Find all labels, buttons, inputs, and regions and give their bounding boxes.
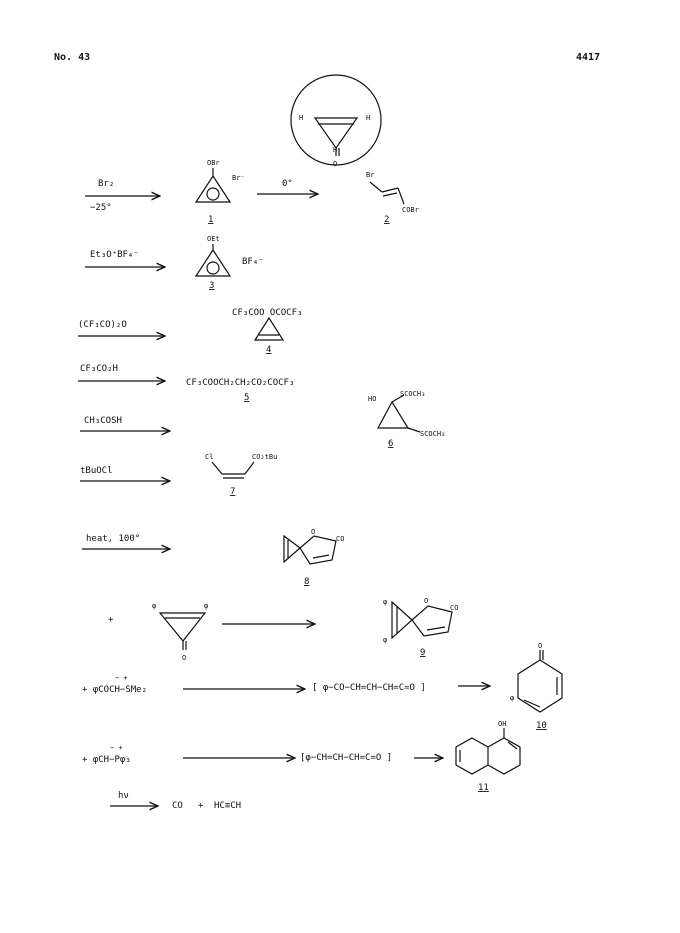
reagent-tfa: CF₃CO₂H [80, 364, 118, 374]
compound-7-structure [211, 461, 255, 479]
reagent-zero-deg: 0° [282, 179, 293, 189]
label-8: 8 [304, 577, 309, 587]
reagent-sulfonium-ylide: + φCOCH−SMe₂ [82, 685, 147, 695]
label-6: 6 [388, 439, 393, 449]
compound-2-structure [369, 181, 405, 205]
product-plus: + [198, 801, 204, 811]
c6-ho: HO [368, 395, 376, 403]
label-11: 11 [478, 783, 489, 793]
c8-co: CO [336, 535, 344, 543]
compound-10-structure [517, 650, 563, 713]
circle-h-center: H [333, 146, 337, 154]
label-3: 3 [209, 281, 214, 291]
reagent-phosphonium-ylide: + φCH−Pφ₃ [82, 755, 131, 765]
reagent-bromine: Br₂ [98, 179, 114, 189]
circled-cyclopropenone-structure [290, 74, 382, 166]
label-4: 4 [266, 345, 271, 355]
c5-text: CF₃COOCH₂CH₂CO₂COCF₃ [186, 378, 294, 388]
c10-carbonyl-o: O [538, 642, 542, 650]
c9-phi-top: φ [383, 598, 387, 606]
ylide1-charges: − + [115, 674, 128, 682]
reagent-thioacetic: CH₃COSH [84, 416, 122, 426]
plus-8: + [108, 615, 114, 625]
cp-o: O [182, 654, 186, 662]
c11-oh: OH [498, 720, 506, 728]
compound-6-structure [376, 394, 421, 433]
c7-ester: CO₂tBu [252, 453, 277, 461]
compound-3-structure [194, 244, 232, 277]
reagent-meerwein: Et₃O⁺BF₄⁻ [90, 250, 139, 260]
c9-co: CO [450, 604, 458, 612]
product-acetylene: HC≡CH [214, 801, 241, 811]
c3-anion: BF₄⁻ [242, 257, 264, 267]
diphenylcyclopropenone-structure [158, 612, 207, 650]
label-7: 7 [230, 487, 235, 497]
label-1: 1 [208, 215, 213, 225]
c1-anion: Br⁻ [232, 174, 245, 182]
compound-11-structure [455, 728, 521, 775]
reagent-tbuocl: tBuOCl [80, 466, 113, 476]
label-5: 5 [244, 393, 249, 403]
issue-number: No. 43 [54, 52, 91, 63]
intermediate-11: [φ−CH=CH−CH=C=O ] [300, 753, 392, 763]
c9-o: O [424, 597, 428, 605]
compound-8-structure [283, 534, 337, 565]
circle-h-right: H [366, 114, 370, 122]
circle-o: O [333, 160, 337, 168]
c6-scoch3-bottom: SCOCH₃ [420, 430, 445, 438]
intermediate-10: [ φ−CO−CH=CH−CH=C=O ] [312, 683, 426, 693]
compound-1-structure [194, 168, 232, 203]
c8-o: O [311, 528, 315, 536]
compound-9-structure [391, 600, 453, 640]
cp-phi-right: φ [204, 602, 208, 610]
compound-4-structure [253, 316, 285, 341]
c2-br: Br [366, 171, 374, 179]
circle-h-left: H [299, 114, 303, 122]
label-9: 9 [420, 648, 425, 658]
ylide2-charges: − + [110, 744, 123, 752]
c4-text: CF₃COO OCOCF₃ [232, 308, 302, 318]
c9-phi-bottom: φ [383, 636, 387, 644]
reagent-tfaa: (CF₃CO)₂O [78, 320, 127, 330]
reagent-heat: heat, 100° [86, 534, 140, 544]
c10-phi: φ [510, 694, 514, 702]
c2-cobr: COBr [402, 206, 419, 214]
c6-scoch3-top: SCOCH₃ [400, 390, 425, 398]
cp-phi-left: φ [152, 602, 156, 610]
reagent-bromine-temp: −25° [90, 203, 112, 213]
label-10: 10 [536, 721, 547, 731]
product-co: CO [172, 801, 183, 811]
c1-obr: OBr [207, 159, 220, 167]
c7-cl: Cl [205, 453, 213, 461]
label-2: 2 [384, 215, 389, 225]
page-number: 4417 [576, 52, 601, 63]
c3-oet: OEt [207, 235, 220, 243]
reagent-light: hν [118, 791, 129, 801]
